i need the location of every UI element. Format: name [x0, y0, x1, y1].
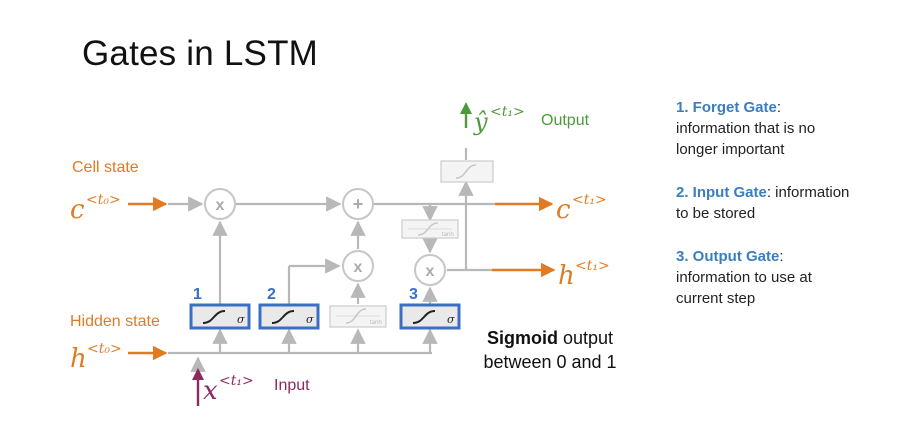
- input-gate-body: to be stored: [676, 205, 756, 222]
- output-label: Output: [541, 112, 590, 129]
- svg-text:c: c: [556, 195, 571, 225]
- svg-text:h: h: [558, 261, 575, 291]
- cell-state-label: Cell state: [72, 159, 139, 176]
- h-prev-symbol: h <t₀>: [70, 341, 122, 374]
- sigmoid-note-rest: output: [557, 328, 614, 348]
- output-gate-box: σ: [399, 303, 461, 330]
- svg-text:tanh: tanh: [442, 232, 454, 238]
- svg-text:σ: σ: [447, 313, 455, 326]
- input-label: Input: [274, 377, 310, 394]
- svg-text:<t₁>: <t₁>: [572, 192, 607, 208]
- gate-number-1: 1: [193, 286, 202, 303]
- cell-add-node: +: [342, 188, 374, 220]
- output-arrow: [460, 102, 472, 128]
- gate-number-3: 3: [409, 286, 418, 303]
- sigmoid-note-line2: between 0 and 1: [483, 352, 617, 372]
- gate-number-2: 2: [267, 286, 276, 303]
- input-gate-note: 2. Input Gate: information to be stored: [676, 182, 901, 224]
- hidden-state-label: Hidden state: [70, 313, 160, 330]
- connection-lines: [168, 148, 495, 372]
- forget-gate-heading: 1. Forget Gate: [676, 99, 777, 116]
- state-arrows: [128, 196, 556, 361]
- x-input-symbol: x <t₁>: [203, 373, 254, 406]
- c-next-symbol: c <t₁>: [556, 192, 607, 225]
- output-gate-note: 3. Output Gate: information to use at cu…: [676, 246, 901, 309]
- svg-text:σ: σ: [237, 313, 245, 326]
- forget-gate-note: 1. Forget Gate: information that is no l…: [676, 97, 901, 160]
- input-multiply-node: x: [342, 250, 374, 282]
- svg-text:<t₁>: <t₁>: [219, 373, 254, 389]
- svg-text:<t₁>: <t₁>: [575, 258, 610, 274]
- svg-text:x: x: [216, 197, 225, 214]
- h-next-symbol: h <t₁>: [558, 258, 610, 291]
- output-gate-heading: 3. Output Gate: [676, 248, 780, 265]
- tanh-candidate-box: tanh: [329, 305, 387, 328]
- output-gate-heading-rest: :: [779, 248, 784, 265]
- c-prev-symbol: c <t₀>: [70, 192, 121, 225]
- svg-text:h: h: [70, 344, 87, 374]
- sigmoid-note: Sigmoid output between 0 and 1: [470, 326, 630, 374]
- sigmoid-note-bold: Sigmoid: [486, 328, 558, 348]
- input-gate-heading-rest: : information: [766, 184, 850, 201]
- svg-text:x: x: [426, 263, 435, 280]
- y-output-symbol: ŷ <t₁>: [473, 104, 525, 136]
- svg-text:<t₀>: <t₀>: [87, 341, 122, 357]
- svg-text:<t₀>: <t₀>: [86, 192, 121, 208]
- svg-text:x: x: [354, 259, 363, 276]
- svg-text:<t₁>: <t₁>: [490, 104, 525, 120]
- output-multiply-node: x: [414, 254, 446, 286]
- slide-title: Gates in LSTM: [82, 34, 319, 73]
- input-gate-heading: 2. Input Gate: [676, 184, 767, 201]
- forget-gate-heading-rest: :: [776, 99, 782, 116]
- svg-text:c: c: [70, 195, 85, 225]
- input-arrow: [192, 368, 204, 406]
- forget-gate-body: information that is no longer important: [676, 120, 816, 158]
- input-gate-box: σ: [258, 303, 320, 330]
- output-gate-body: information to use at current step: [676, 269, 812, 307]
- forget-multiply-node: x: [204, 188, 236, 220]
- svg-text:x: x: [203, 376, 218, 406]
- cell-tanh-box: tanh: [401, 219, 459, 239]
- output-activation-box: [440, 160, 494, 183]
- svg-text:+: +: [353, 194, 364, 214]
- svg-text:σ: σ: [306, 313, 314, 326]
- forget-gate-box: σ: [189, 303, 251, 330]
- svg-text:tanh: tanh: [370, 320, 382, 326]
- svg-text:ŷ: ŷ: [473, 108, 488, 136]
